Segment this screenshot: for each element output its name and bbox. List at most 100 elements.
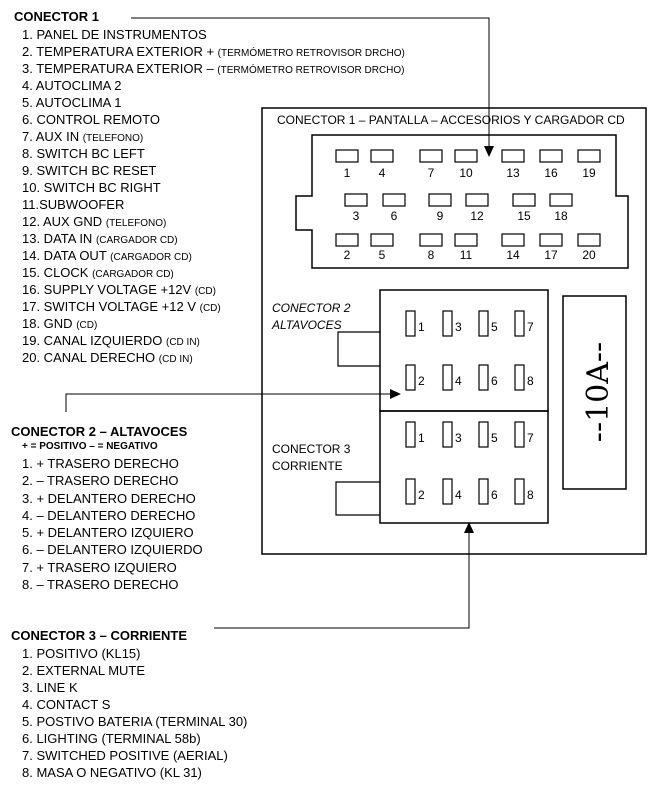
connector3-pin-slot [514, 478, 525, 505]
connector1-pin-item: 4. AUTOCLIMA 2 [22, 77, 405, 94]
connector1-pin-item: 13. DATA IN (CARGADOR CD) [22, 230, 405, 247]
connector1-pin-number: 8 [428, 248, 435, 262]
connector2-pin-item: 1. + TRASERO DERECHO [22, 456, 179, 471]
pin-note: (TELEFONO) [82, 133, 144, 144]
connector1-pin-slot [419, 233, 443, 247]
fuse-box [562, 295, 627, 490]
connector2-pin-slot [405, 364, 416, 391]
pin-description: 12. AUX GND [22, 214, 106, 229]
leader-line-connector1 [131, 17, 494, 157]
connector3-pin-item: 2. EXTERNAL MUTE [22, 663, 146, 678]
connector3-pin-slot [405, 478, 416, 505]
connector2-legend: + = POSITIVO – = NEGATIVO [22, 441, 158, 452]
connector2-housing [379, 289, 549, 412]
connector3-pin-item: 8. MASA O NEGATIVO (KL 31) [22, 765, 202, 780]
connector2-pin-item: 8. – TRASERO DERECHO [22, 577, 179, 593]
connector3-label-line1: CONECTOR 3 [272, 442, 351, 456]
pin-note: (CD) [199, 303, 221, 314]
connector1-pin-number: 7 [428, 166, 435, 180]
connector1-pin-item: 9. SWITCH BC RESET [22, 162, 405, 179]
pin-description: 11.SUBWOOFER [22, 197, 125, 212]
connector3-pin-number: 2 [418, 488, 425, 502]
connector1-pin-item: 17. SWITCH VOLTAGE +12 V (CD) [22, 298, 405, 315]
connector1-pin-item: 10. SWITCH BC RIGHT [22, 179, 405, 196]
connector2-pin-number: 4 [455, 374, 462, 388]
connector1-panel-title: CONECTOR 1 – PANTALLA – ACCESORIOS Y CAR… [277, 113, 625, 127]
pin-description: 5. AUTOCLIMA 1 [22, 95, 122, 110]
connector1-title: CONECTOR 1 [14, 9, 99, 24]
connector1-pin-slot [335, 149, 359, 163]
pin-description: 14. DATA OUT [22, 248, 111, 263]
pin-note: (CD IN) [166, 337, 200, 348]
pin-description: 7. AUX IN [22, 129, 83, 144]
connector1-pin-item: 6. CONTROL REMOTO [22, 111, 405, 128]
pin-description: 1. PANEL DE INSTRUMENTOS [22, 27, 207, 42]
connector2-pin-list: 1. + TRASERO DERECHO 2. – TRASERO DERECHO… [22, 455, 203, 593]
connector1-pin-item: 8. SWITCH BC LEFT [22, 145, 405, 162]
pin-description: 16. SUPPLY VOLTAGE +12V [22, 282, 195, 297]
connector1-pin-number: 18 [554, 209, 568, 223]
pin-description: 9. SWITCH BC RESET [22, 163, 157, 178]
connector1-pin-item: 2. TEMPERATURA EXTERIOR + (TERMÓMETRO RE… [22, 43, 405, 60]
connector3-pin-slot [478, 478, 489, 505]
connector1-pin-number: 10 [459, 166, 473, 180]
pin-description: 13. DATA IN [22, 231, 96, 246]
pin-description: 10. SWITCH BC RIGHT [22, 180, 161, 195]
connector2-pin-item: 3. + DELANTERO DERECHO [22, 490, 196, 506]
connector1-pin-number: 1 [344, 166, 351, 180]
connector3-pin-slot [405, 421, 416, 448]
connector3-housing [379, 410, 549, 524]
connector1-pin-number: 12 [470, 209, 484, 223]
connector1-pin-slot [549, 193, 573, 207]
pin-note: (CARGADOR CD) [110, 252, 192, 263]
connector2-title: CONECTOR 2 – ALTAVOCES [11, 424, 188, 439]
connector2-pin-slot [442, 364, 453, 391]
pin-description: 15. CLOCK [22, 265, 93, 280]
connector1-pin-slot [539, 149, 563, 163]
connector1-pin-number: 14 [506, 248, 520, 262]
pin-description: 20. CANAL DERECHO [22, 350, 159, 365]
pin-description: 2. TEMPERATURA EXTERIOR + [22, 44, 218, 59]
connector1-pin-number: 16 [544, 166, 558, 180]
connector3-pin-slot [514, 421, 525, 448]
connector1-pin-number: 4 [379, 166, 386, 180]
connector1-pin-slot [577, 233, 601, 247]
connector1-pin-number: 11 [460, 248, 473, 262]
pin-note: (TERMÓMETRO RETROVISOR DRCHO) [217, 48, 405, 59]
connector1-pin-slot [501, 149, 525, 163]
connector2-pin-number: 1 [418, 320, 425, 334]
pin-description: 19. CANAL IZQUIERDO [22, 333, 166, 348]
connector2-pin-number: 3 [455, 320, 462, 334]
connector1-pin-slot [577, 149, 601, 163]
connector1-pin-item: 19. CANAL IZQUIERDO (CD IN) [22, 332, 405, 349]
pin-description: 18. GND [22, 316, 77, 331]
connector1-pin-item: 16. SUPPLY VOLTAGE +12V (CD) [22, 281, 405, 298]
connector1-pin-number: 13 [506, 166, 520, 180]
leader-line-connector3 [214, 522, 474, 629]
connector1-pin-slot [419, 149, 443, 163]
connector2-pin-slot [514, 364, 525, 391]
pin-note: (TERMÓMETRO RETROVISOR DRCHO) [217, 65, 405, 76]
connector2-pin-item: 5. + DELANTERO IZQUIERO [22, 525, 194, 541]
connector2-pin-item: 6. – DELANTERO IZQUIERDO [22, 542, 203, 558]
connector2-pin-slot [442, 310, 453, 337]
connector1-pin-number: 17 [544, 248, 558, 262]
connector2-pin-item: 2. – TRASERO DERECHO [22, 473, 179, 489]
connector3-pin-item: 4. CONTACT S [22, 697, 111, 712]
connector1-pin-item: 18. GND (CD) [22, 315, 405, 332]
connector3-title: CONECTOR 3 – CORRIENTE [11, 628, 188, 643]
connector3-pin-number: 6 [491, 488, 498, 502]
connector3-tab [335, 481, 380, 516]
connector2-pin-item: 7. + TRASERO IZQUIERO [22, 559, 177, 575]
connector3-pin-slot [442, 421, 453, 448]
connector3-label-line2: CORRIENTE [272, 459, 343, 473]
connector3-pin-number: 4 [455, 488, 462, 502]
connector2-pin-number: 6 [491, 374, 498, 388]
connector2-pin-slot [514, 310, 525, 337]
pin-description: 17. SWITCH VOLTAGE +12 V [22, 299, 200, 314]
connector3-pin-item: 5. POSTIVO BATERIA (TERMINAL 30) [22, 714, 248, 729]
diagram-outer-frame [261, 107, 647, 555]
connector2-pin-item: 4. – DELANTERO DERECHO [22, 507, 196, 523]
